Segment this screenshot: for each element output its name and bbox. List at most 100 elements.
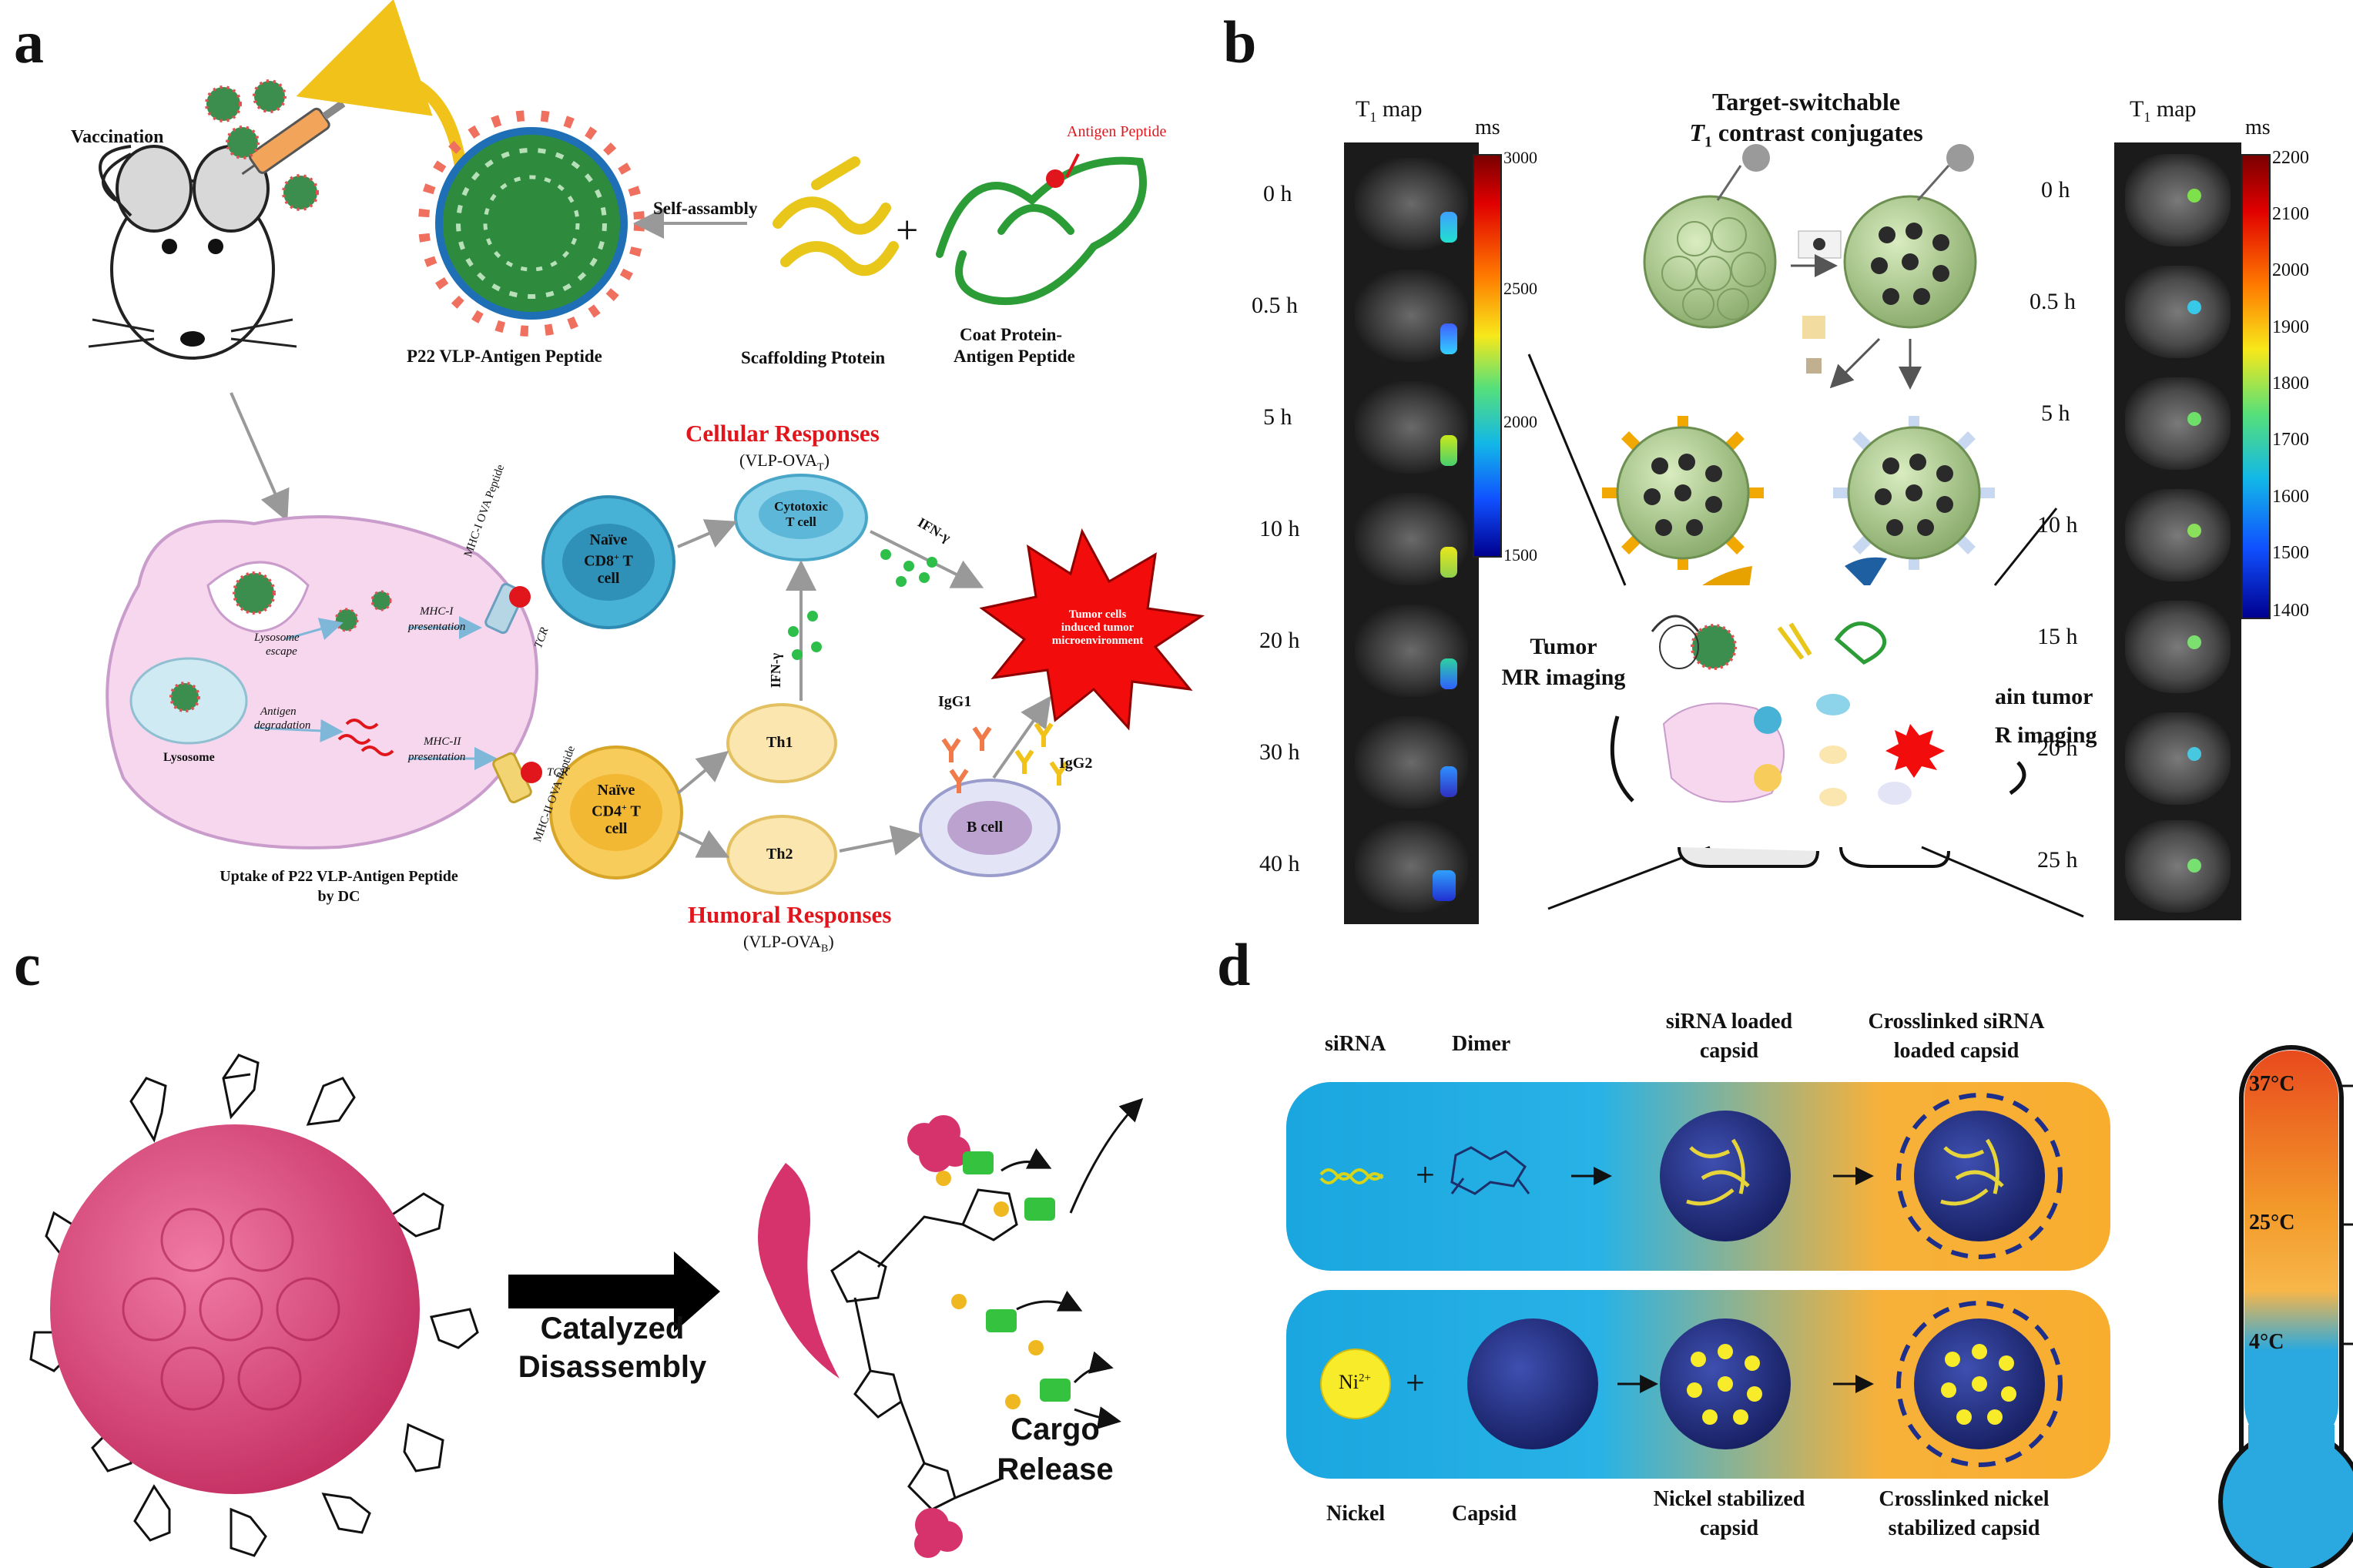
tumor-hotspot — [2187, 412, 2201, 426]
scaffolding-protein-icon — [773, 156, 899, 276]
vaccination-label: Vaccination — [71, 127, 164, 147]
lysosome-escape-label-2: escape — [266, 645, 297, 658]
antigen-degradation-label-2: degradation — [254, 719, 311, 732]
plus-sign: + — [1406, 1364, 1425, 1402]
scaffolding-label: Scaffolding Ptotein — [741, 348, 886, 367]
panel-b: T1 map 0 h 0.5 h 5 h 10 h 20 h 30 h 40 h… — [1217, 0, 2353, 947]
tumor-hotspot — [1440, 212, 1457, 243]
time-label: 10 h — [1259, 516, 1300, 541]
p22-vlp-label: P22 VLP-Antigen Peptide — [407, 347, 602, 366]
tumor-hotspot — [1440, 547, 1457, 578]
tumor-starburst — [979, 528, 1205, 731]
colorbar-left-tick: 3000 — [1503, 148, 1537, 167]
time-label: 15 h — [2037, 624, 2078, 649]
antigen-degradation-label-1: Antigen — [260, 705, 297, 718]
ms-unit-left: ms — [1475, 116, 1500, 139]
tumor-hotspot — [1440, 658, 1457, 689]
t1-map-right-title: T1 map — [2130, 96, 2197, 125]
colorbar-right — [2241, 154, 2271, 619]
time-label: 0.5 h — [2030, 289, 2076, 314]
colorbar-right-tick: 2100 — [2272, 204, 2309, 224]
plus-sign: + — [1416, 1156, 1435, 1194]
time-label: 20 h — [1259, 628, 1300, 653]
panel-label-b: b — [1223, 8, 1257, 75]
coat-protein-icon — [936, 156, 1147, 306]
mri-slice — [2125, 154, 2231, 246]
p22-vlp-icon — [418, 110, 645, 337]
th2-label: Th2 — [766, 846, 793, 863]
igg1-label: IgG1 — [938, 693, 972, 710]
panel-label-d: d — [1217, 931, 1251, 998]
mri-left-column — [1344, 142, 1479, 924]
temp-37-label: 37°C — [2249, 1072, 2295, 1096]
temp-4-label: 4°C — [2249, 1330, 2284, 1354]
time-label: 20 h — [2037, 735, 2078, 761]
time-label: 40 h — [1259, 851, 1300, 876]
mri-slice — [2125, 377, 2231, 470]
tumor-hotspot — [1433, 870, 1456, 901]
ifn-gamma-label-1: IFN-γ — [768, 652, 784, 689]
sirna-label: siRNA — [1325, 1032, 1386, 1056]
tumor-hotspot — [1440, 323, 1457, 354]
dendritic-cell-icon — [106, 515, 538, 849]
colorbar-left — [1473, 154, 1502, 558]
cellular-responses-title: Cellular Responses — [685, 420, 880, 447]
tumor-hotspot — [1440, 435, 1457, 466]
panel-b-graphics — [1527, 144, 2084, 918]
lysosome-escape-label-1: Lysosome — [254, 632, 300, 644]
mhc1-presentation-label-1: MHC-I — [420, 605, 454, 618]
mhc1-presentation-label-2: presentation — [408, 621, 466, 633]
mri-right-column — [2114, 142, 2241, 920]
colorbar-left-tick: 1500 — [1503, 545, 1537, 565]
mri-slice — [2125, 266, 2231, 358]
capsid-label: Capsid — [1452, 1502, 1517, 1526]
tumor-hotspot — [1440, 766, 1457, 797]
tumor-hotspot — [2187, 300, 2201, 314]
coat-protein-label-2: Antigen Peptide — [954, 347, 1075, 366]
mhc2-presentation-label-1: MHC-II — [424, 735, 461, 748]
panel-label-c: c — [14, 931, 41, 998]
humoral-responses-title: Humoral Responses — [688, 901, 892, 928]
colorbar-right-tick: 2000 — [2272, 260, 2309, 280]
tumor-hotspot — [2187, 524, 2201, 538]
time-label: 0 h — [1263, 181, 1292, 206]
tumor-hotspot — [2187, 747, 2201, 761]
panel-c-graphics — [29, 1054, 1144, 1558]
colorbar-left-tick: 2000 — [1503, 412, 1537, 431]
coat-protein-label-1: Coat Protein- — [960, 325, 1063, 344]
humoral-responses-sub: (VLP-OVAB) — [743, 932, 834, 955]
t1-map-left-title: T1 map — [1356, 96, 1423, 125]
colorbar-right-tick: 1500 — [2272, 543, 2309, 563]
mhc2-presentation-label-2: presentation — [408, 751, 466, 763]
panel-label-a: a — [14, 8, 44, 75]
time-label: 0 h — [2041, 177, 2070, 203]
panel-a-graphics — [88, 0, 1205, 895]
ms-unit-right: ms — [2245, 116, 2271, 139]
mri-slice — [2125, 601, 2231, 693]
time-label: 30 h — [1259, 739, 1300, 765]
mri-slice — [2125, 712, 2231, 805]
time-label: 10 h — [2037, 512, 2078, 538]
tumor-hotspot — [2187, 635, 2201, 649]
temp-25-label: 25°C — [2249, 1211, 2295, 1235]
time-label: 0.5 h — [1252, 293, 1298, 318]
igg2-label: IgG2 — [1059, 755, 1093, 772]
colorbar-right-tick: 1800 — [2272, 374, 2309, 394]
tumor-hotspot — [2187, 859, 2201, 873]
plus-sign: + — [896, 209, 919, 253]
panel-d-graphics — [1319, 1045, 2353, 1568]
colorbar-right-tick: 1700 — [2272, 430, 2309, 450]
